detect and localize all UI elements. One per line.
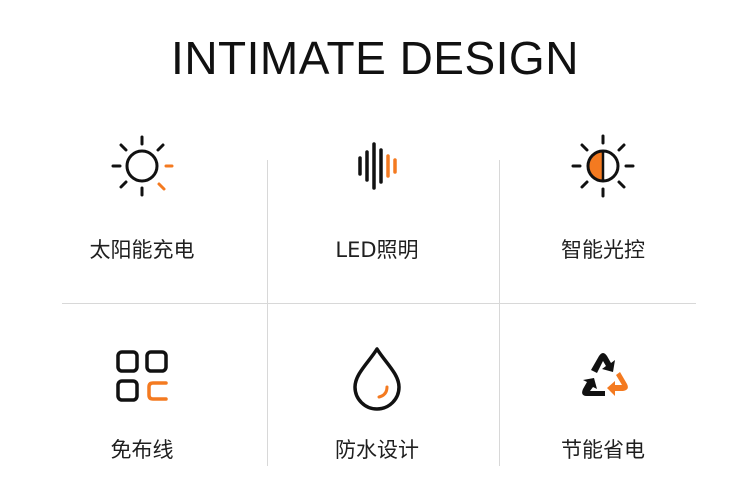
grid-icon [116, 350, 168, 402]
feature-label: 免布线 [110, 438, 174, 462]
feature-led-lighting: LED照明 [262, 120, 492, 280]
feature-label: 太阳能充电 [89, 238, 195, 262]
feature-smart-light-control: 智能光控 [488, 120, 718, 280]
feature-label: 防水设计 [335, 438, 419, 462]
page-title: INTIMATE DESIGN [171, 32, 579, 84]
feature-label: 智能光控 [561, 238, 645, 262]
divider [499, 160, 500, 466]
recycle-icon [582, 353, 628, 396]
sun-icon [111, 135, 174, 197]
water-drop-icon [353, 347, 401, 411]
sound-wave-icon [358, 142, 397, 190]
divider [62, 303, 696, 304]
divider [267, 160, 268, 466]
feature-label: LED照明 [335, 238, 419, 262]
feature-solar-charging: 太阳能充电 [27, 120, 257, 280]
feature-label: 节能省电 [561, 438, 645, 462]
half-sun-icon [571, 134, 635, 198]
feature-wireless: 免布线 [27, 320, 257, 480]
feature-waterproof: 防水设计 [262, 320, 492, 480]
feature-energy-saving: 节能省电 [488, 320, 718, 480]
